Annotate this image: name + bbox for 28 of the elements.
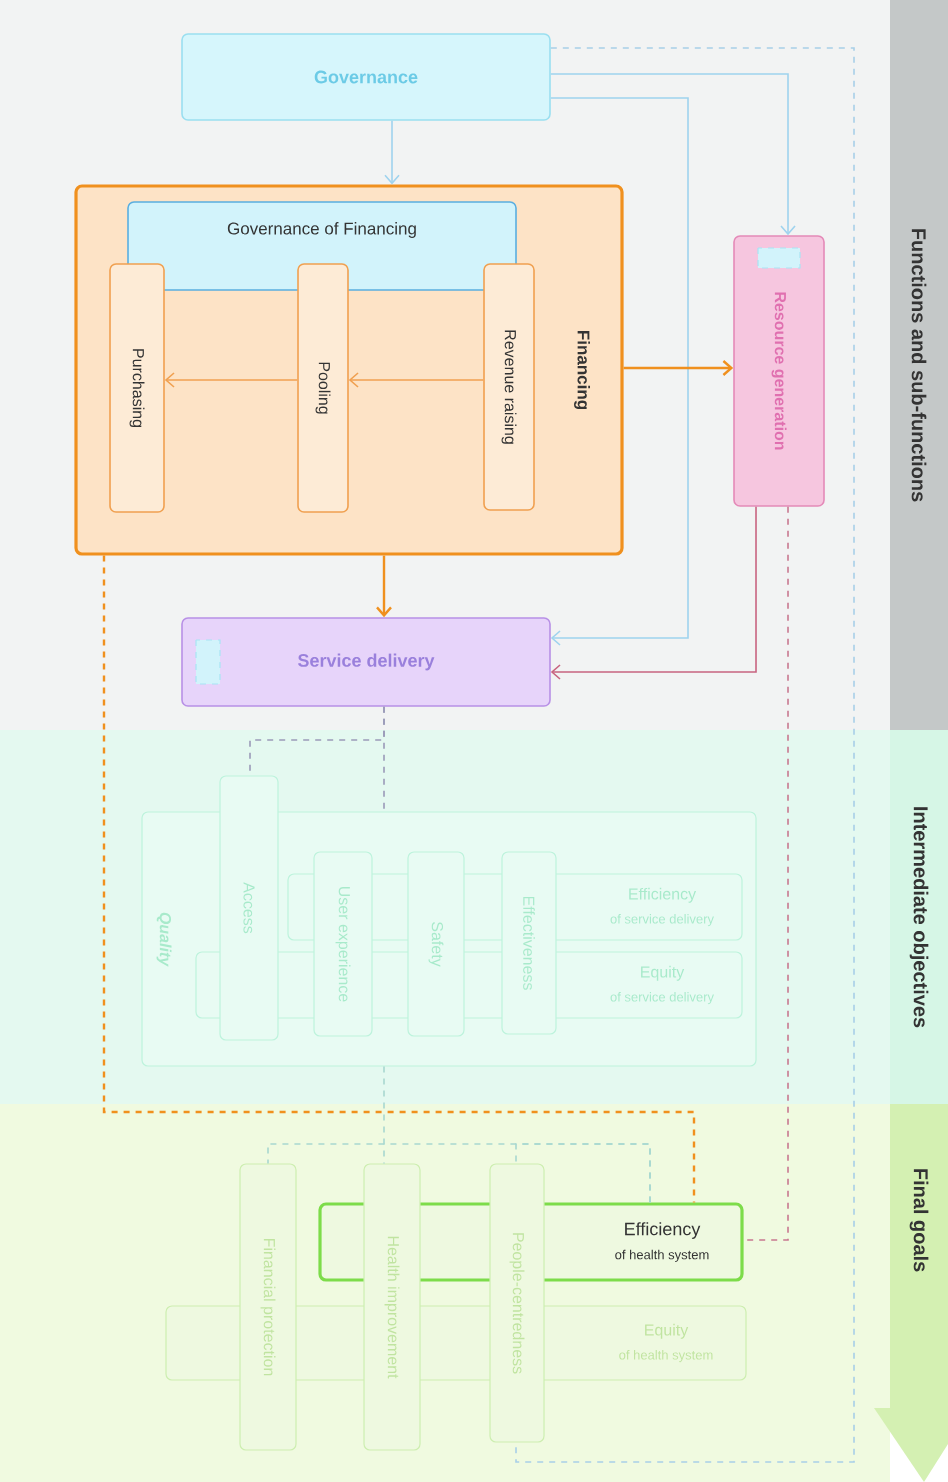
connector bbox=[164, 372, 298, 388]
connector bbox=[515, 1143, 651, 1204]
section-band: Intermediate objectives bbox=[890, 730, 948, 1104]
function-box: Service delivery bbox=[181, 617, 551, 707]
objective-bar: Safety bbox=[407, 851, 465, 1037]
objective-bar: Effectiveness bbox=[501, 851, 557, 1035]
objective-bar: Access bbox=[219, 775, 279, 1041]
sub-function-bar: Purchasing bbox=[109, 263, 165, 513]
connector bbox=[376, 555, 392, 618]
connector bbox=[742, 506, 789, 1241]
connector bbox=[383, 706, 385, 813]
goal-bar: Financial protection bbox=[239, 1163, 297, 1451]
sub-function-bar: Revenue raising bbox=[483, 263, 535, 511]
connector bbox=[348, 372, 484, 388]
connector bbox=[515, 47, 855, 1463]
function-bar: Resource generation bbox=[733, 235, 825, 507]
connector bbox=[550, 97, 689, 646]
connector bbox=[550, 506, 757, 680]
connector bbox=[623, 360, 734, 376]
governance-box: Governance of Financing bbox=[127, 201, 517, 291]
objective-bar: User experience bbox=[313, 851, 373, 1037]
goal-bar: Health improvement bbox=[363, 1163, 421, 1451]
connector bbox=[550, 73, 796, 236]
goal-bar: People-centredness bbox=[489, 1163, 545, 1443]
section-band: Functions and sub-functions bbox=[890, 0, 948, 730]
connector bbox=[384, 120, 400, 185]
governance-box: Governance bbox=[181, 33, 551, 121]
sub-function-bar: Pooling bbox=[297, 263, 349, 513]
